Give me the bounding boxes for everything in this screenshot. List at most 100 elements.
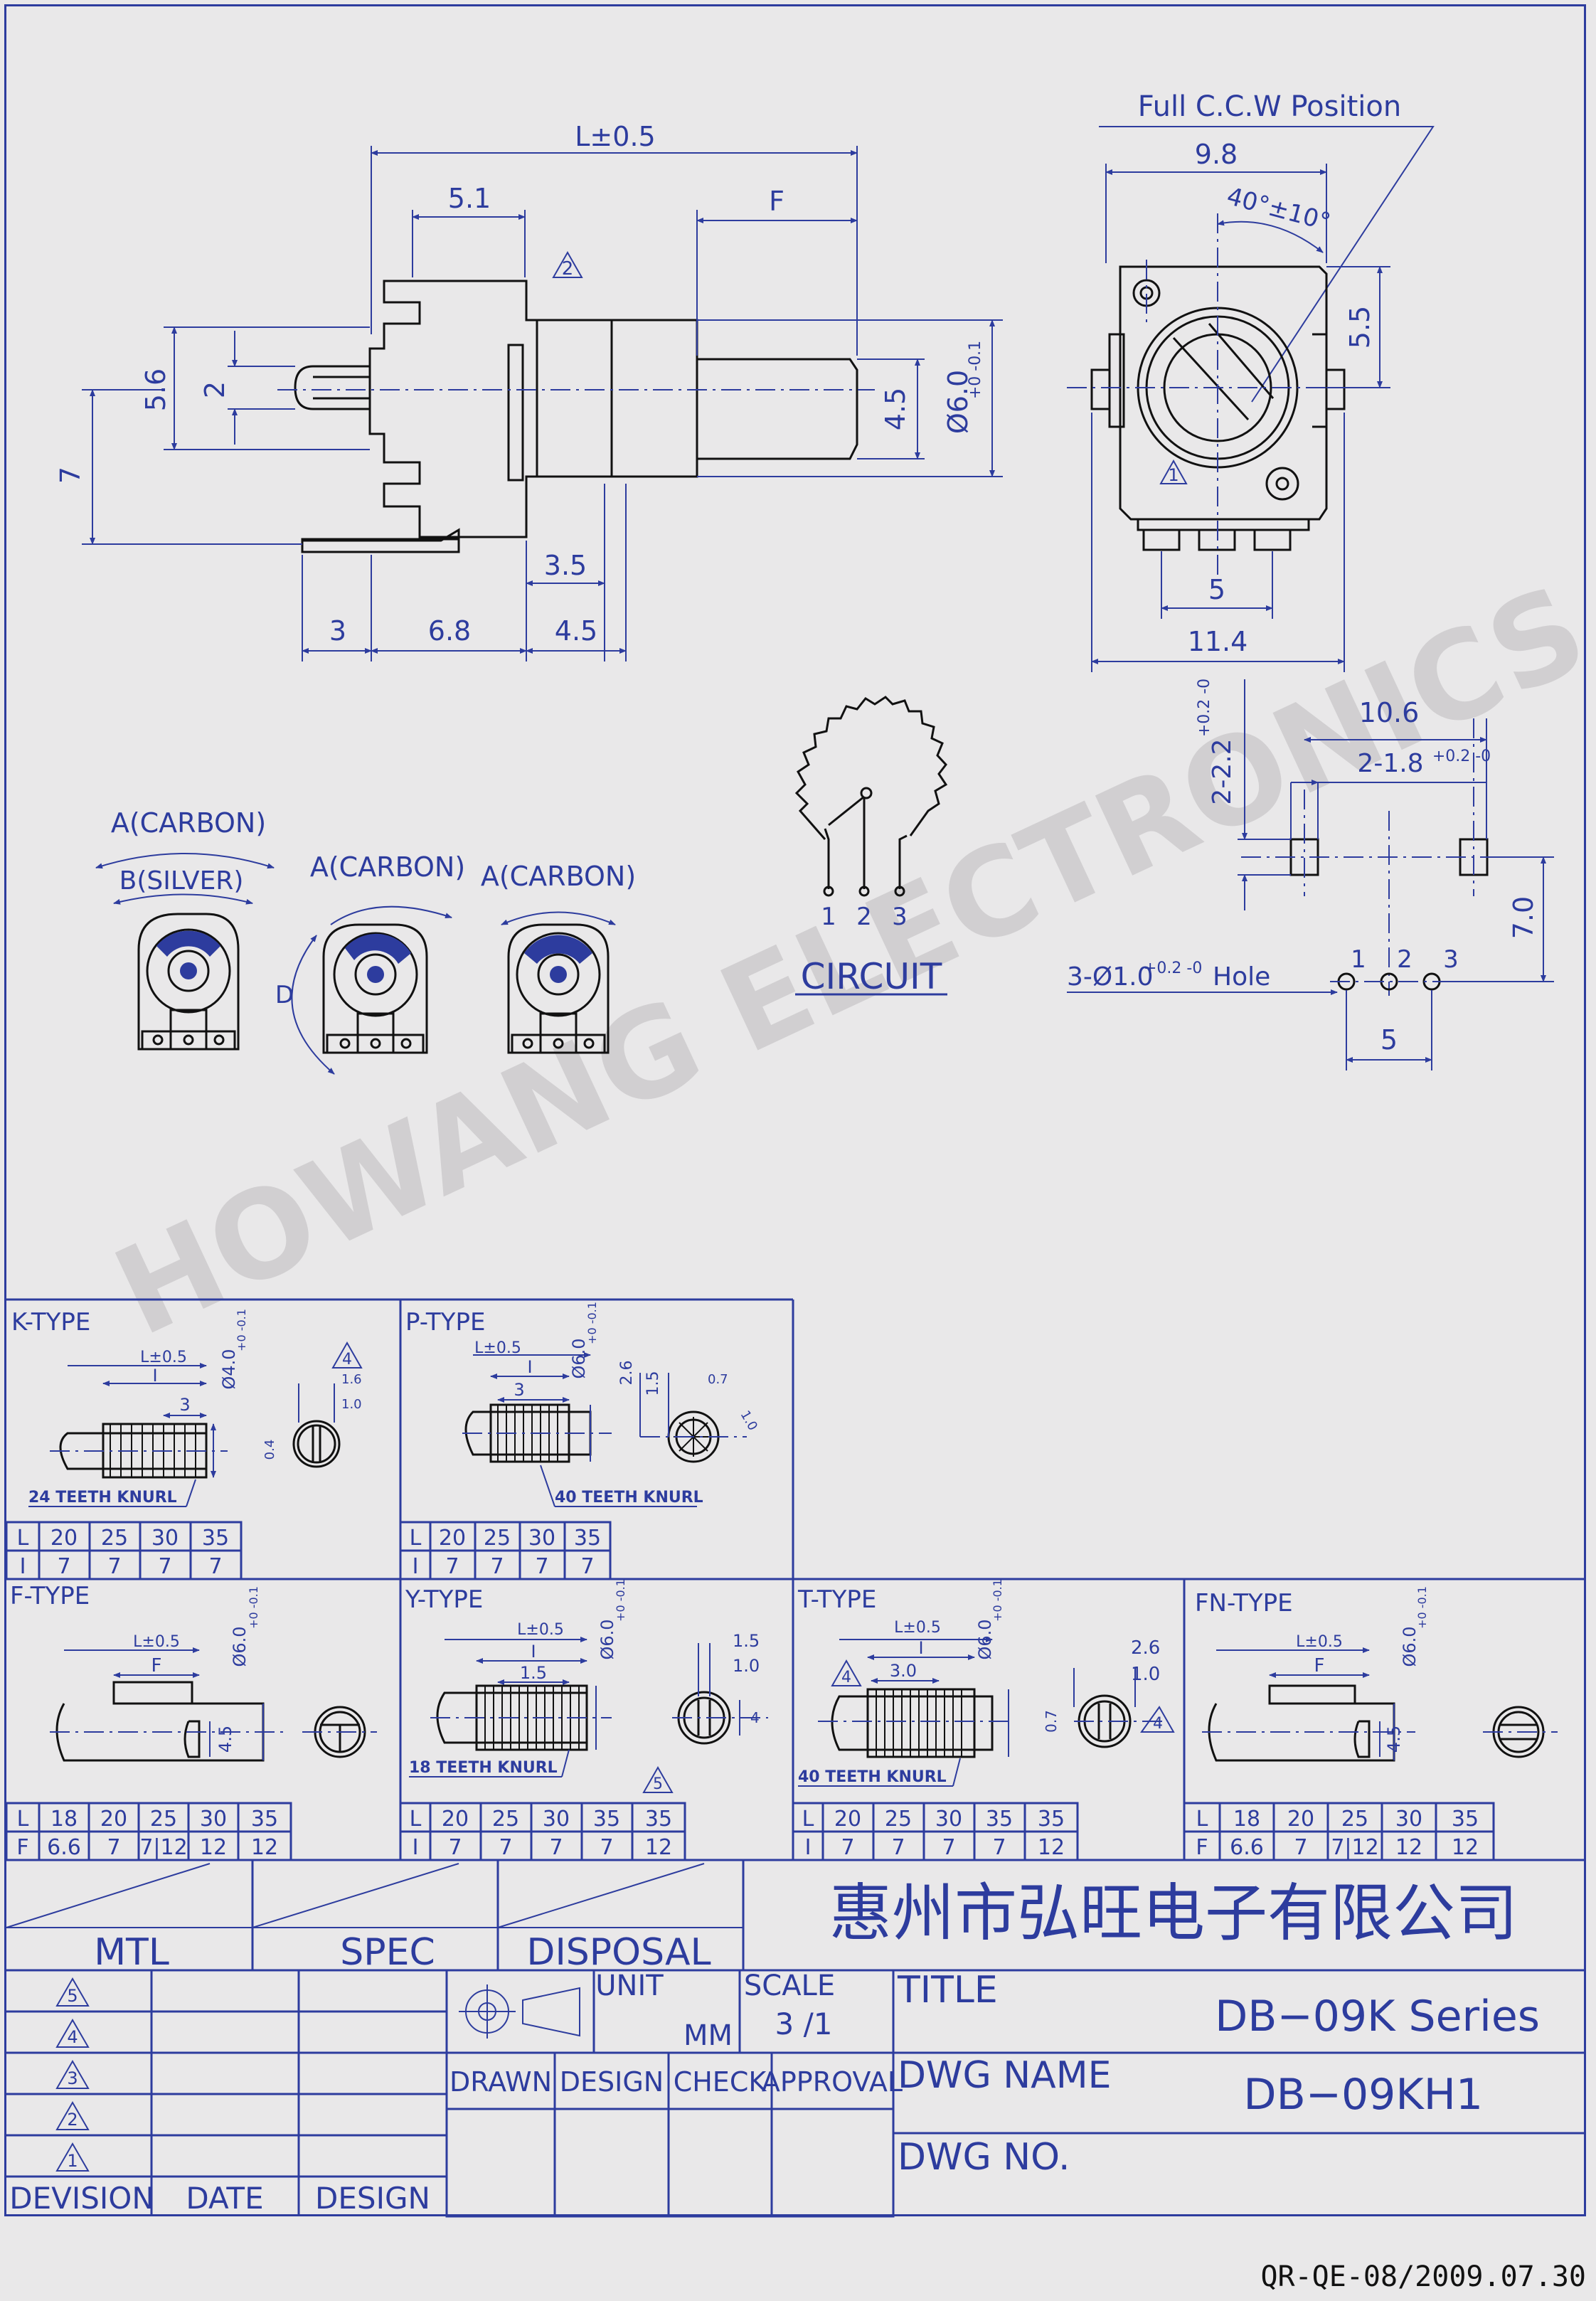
k-dim-3: 3 (179, 1395, 190, 1415)
p-table-h1: 20 (439, 1526, 466, 1551)
title-value: DB−09K Series (1215, 1992, 1540, 2041)
f-dim-L: L±0.5 (133, 1633, 180, 1651)
y-table-h5: 35 (645, 1807, 672, 1832)
dim-4-5b: 4.5 (555, 615, 597, 647)
circuit-pin-3: 3 (892, 903, 908, 931)
t-table-r2: 7 (891, 1835, 905, 1860)
rev-mark-1: 1 (1168, 465, 1179, 485)
dim-slot-h: 2-2.2 (1208, 738, 1237, 804)
p-table-r3: 7 (535, 1554, 548, 1579)
dim-6-8: 6.8 (428, 615, 471, 647)
track-type-1: A(CARBON) B(SILVER) (95, 807, 275, 1051)
p-table-h2: 25 (484, 1526, 511, 1551)
fn-dim-F: F (1314, 1655, 1325, 1676)
t-table-r4: 7 (992, 1835, 1006, 1860)
y-table-h4: 35 (593, 1807, 620, 1832)
k-table-h0: L (17, 1526, 29, 1551)
y-dim-1-5b: 1.5 (733, 1631, 760, 1651)
label-spec: SPEC (340, 1931, 435, 1974)
k-table: L 20 25 30 35 I 7 7 7 7 (5, 1521, 243, 1580)
fn-dim-dia-tol: +0 -0.1 (1415, 1586, 1429, 1629)
p-table-r1: 7 (445, 1554, 459, 1579)
p-type-panel: P-TYPE L±0.5 I 3 Ø6.0 +0 -0.1 2.6 1.5 0.… (399, 1302, 760, 1580)
f-table-r3: 7|12 (139, 1835, 187, 1860)
fn-dim-dia: Ø6.0 (1400, 1626, 1420, 1667)
col-design: DESIGN (315, 2181, 430, 2216)
k-dim-dia: Ø4.0 (219, 1349, 239, 1389)
rev-row-1: 1 (67, 2151, 78, 2171)
t-dim-3-0: 3.0 (890, 1661, 917, 1681)
y-table-r4: 7 (600, 1835, 613, 1860)
y-type-panel: Y-TYPE L±0.5 I 1.5 Ø6.0 +0 -0.1 1.5 1.0 … (399, 1579, 768, 1861)
p-type-title: P-TYPE (405, 1308, 485, 1337)
y-dim-4: 4 (750, 1709, 760, 1726)
p-dim-I: I (527, 1357, 532, 1377)
f-type-title: F-TYPE (10, 1582, 90, 1610)
f-table-h2: 20 (100, 1807, 127, 1832)
p-dim-1-5: 1.5 (644, 1371, 662, 1396)
pcb-pin-1: 1 (1351, 945, 1366, 974)
y-knurl: 18 TEETH KNURL (409, 1759, 558, 1777)
y-table: L 20 25 30 35 35 I 7 7 7 7 12 (399, 1802, 686, 1861)
title-label: TITLE (897, 1969, 998, 2012)
k-type-panel: K-TYPE L±0.5 I 3 Ø4.0 +0 -0.1 4 1.6 1.0 … (5, 1308, 363, 1580)
k-table-r1: 7 (57, 1554, 70, 1579)
p-dim-dia-tol: +0 -0.1 (585, 1302, 599, 1344)
shaft-type-grid (6, 1298, 1584, 1861)
front-view-label: Full C.C.W Position (1138, 90, 1401, 123)
k-type-title: K-TYPE (11, 1308, 90, 1337)
pcb-layout: 10.6 2-1.8 +0.2 -0 2-2.2 +0.2 -0 7.0 3-Ø… (1067, 679, 1554, 1070)
track2-label-a: A(CARBON) (310, 851, 465, 883)
dim-L: L±0.5 (575, 121, 655, 152)
dim-shaft-dia: Ø6.0 (942, 370, 974, 434)
circuit-label: CIRCUIT (801, 956, 942, 997)
fn-table-r0: F (1196, 1835, 1208, 1860)
t-table-h0: L (802, 1807, 814, 1832)
dim-2: 2 (199, 381, 230, 398)
f-table: L 18 20 25 30 35 F 6.6 7 7|12 12 12 (5, 1802, 292, 1861)
f-table-h5: 35 (251, 1807, 278, 1832)
hole-suffix: Hole (1213, 962, 1270, 992)
rev-row-3: 3 (67, 2068, 78, 2088)
t-table-h2: 25 (885, 1807, 912, 1832)
fn-dim-L: L±0.5 (1296, 1633, 1343, 1651)
t-rev-left: 4 (841, 1669, 851, 1686)
label-approval: APPROVAL (762, 2066, 903, 2098)
track3-label-a: A(CARBON) (481, 861, 636, 892)
f-table-h3: 25 (150, 1807, 177, 1832)
hole-label: 3-Ø1.0 (1067, 962, 1153, 992)
t-dim-2-6: 2.6 (1131, 1637, 1160, 1659)
dim-slot-w-tol: +0.2 -0 (1432, 748, 1491, 765)
dim-7-0: 7.0 (1508, 896, 1539, 939)
k-rev: 4 (342, 1351, 352, 1369)
dim-10-6: 10.6 (1359, 697, 1420, 728)
track1-label-a: A(CARBON) (111, 807, 266, 839)
k-dim-dia-tol: +0 -0.1 (235, 1309, 248, 1351)
rev-mark-2: 2 (562, 258, 574, 280)
front-view: Full C.C.W Position 9.8 40°±10° 5.5 (1067, 90, 1435, 672)
dim-5: 5 (1208, 574, 1225, 605)
dim-F: F (769, 186, 784, 217)
p-dim-0-7: 0.7 (708, 1372, 728, 1387)
label-disposal: DISPOSAL (526, 1931, 711, 1974)
p-table-h4: 35 (574, 1526, 601, 1551)
circuit-pin-1: 1 (821, 903, 836, 931)
circuit-pin-2: 2 (856, 903, 872, 931)
f-table-h1: 18 (50, 1807, 78, 1832)
f-table-h4: 30 (200, 1807, 227, 1832)
y-table-h2: 25 (492, 1807, 519, 1832)
k-table-h3: 30 (151, 1526, 179, 1551)
t-dim-dia-tol: +0 -0.1 (991, 1579, 1004, 1622)
t-dim-dia: Ø6.0 (975, 1619, 995, 1659)
y-table-r1: 7 (448, 1835, 462, 1860)
y-dim-1-5: 1.5 (520, 1663, 547, 1683)
company-name: 惠州市弘旺电子有限公司 (829, 1876, 1518, 1950)
y-dim-dia: Ø6.0 (597, 1619, 617, 1659)
dim-9-8: 9.8 (1195, 139, 1238, 170)
y-table-r2: 7 (499, 1835, 512, 1860)
f-dim-dia: Ø6.0 (230, 1626, 250, 1667)
fn-table-h0: L (1196, 1807, 1208, 1832)
y-rev: 5 (653, 1775, 663, 1793)
